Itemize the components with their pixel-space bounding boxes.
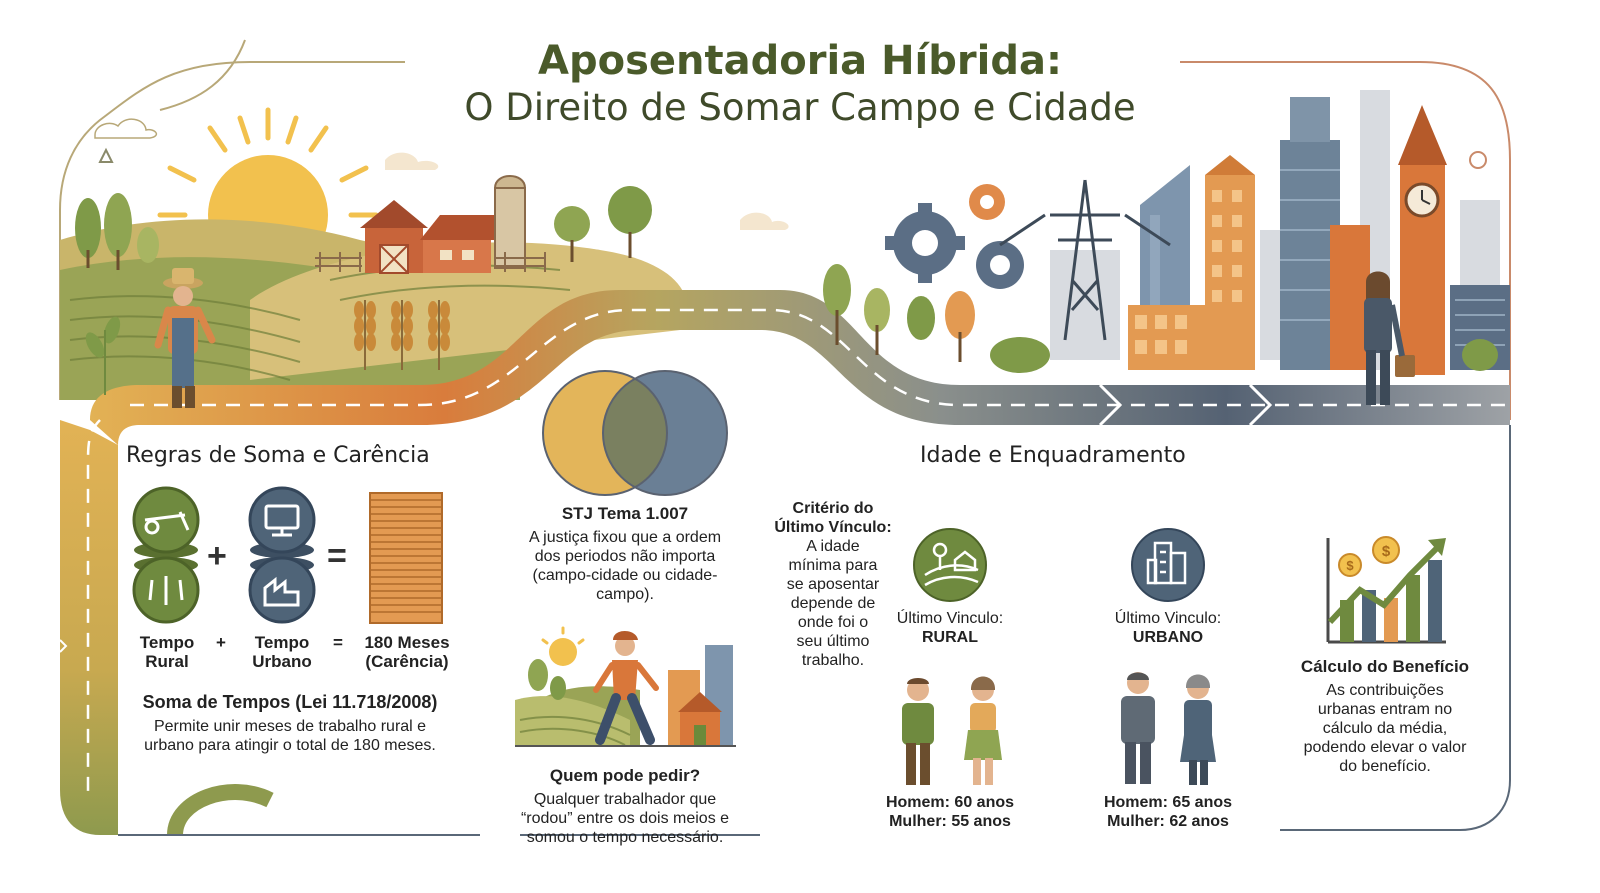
180-months-bars-icon [369,492,443,624]
urbano-vinculo-value: URBANO [1132,629,1204,646]
soma-title: Soma de Tempos (Lei 11.718/2008) [142,692,438,712]
rural-homem-age: Homem: 60 anos [885,794,1015,811]
carencia-label: 180 Meses(Carência) [364,633,450,671]
urban-woman-icon [1180,674,1216,785]
page-title: Aposentadoria Híbrida: [538,38,1062,84]
worker-migration-illustration [515,626,736,747]
barn-icon [360,175,527,274]
businesswoman-illustration [1364,271,1415,405]
gear-icon [976,241,1024,289]
quem-text: Qualquer trabalhador que“rodou” entre os… [520,791,730,846]
urban-buildings-icon [1131,528,1205,602]
equals-sign-label: = [333,633,343,652]
growth-chart-icon: $ $ [1326,536,1446,644]
urban-time-coins-icon [248,486,316,624]
plus-sign: + [207,537,227,575]
svg-text:$: $ [1346,558,1354,573]
gear-icon [885,203,965,283]
clock-icon [1404,182,1440,218]
rural-farm-icon [913,528,987,602]
rural-vinculo-label: Último Vinculo: [896,610,1004,627]
rural-mulher-age: Mulher: 55 anos [889,813,1011,830]
rural-man-icon [902,678,934,785]
urbano-mulher-age: Mulher: 62 anos [1107,813,1229,830]
section-heading-regras: Regras de Soma e Carência [126,443,430,468]
power-tower-icon [999,179,1171,341]
plus-sign-label: + [216,633,226,652]
tree-icon [75,186,652,270]
venn-diagram [542,370,728,496]
svg-text:$: $ [1382,543,1391,560]
urbano-vinculo-label: Último Vinculo: [1114,610,1222,627]
rural-time-coins-icon [132,486,200,624]
city-illustration [823,90,1510,375]
urbano-homem-age: Homem: 65 anos [1103,794,1233,811]
gear-icon [969,184,1005,220]
farmer-illustration [154,268,216,408]
calculo-title: Cálculo do Benefício [1300,657,1470,676]
wheat-icon [354,300,450,370]
rural-vinculo-value: RURAL [922,629,978,646]
stj-title: STJ Tema 1.007 [561,504,689,523]
equals-sign: = [327,537,347,575]
rural-woman-icon [964,676,1002,785]
section-heading-idade: Idade e Enquadramento [920,443,1186,468]
quem-title: Quem pode pedir? [549,766,701,785]
page-subtitle: O Direito de Somar Campo e Cidade [464,86,1136,129]
urban-man-icon [1121,672,1155,784]
